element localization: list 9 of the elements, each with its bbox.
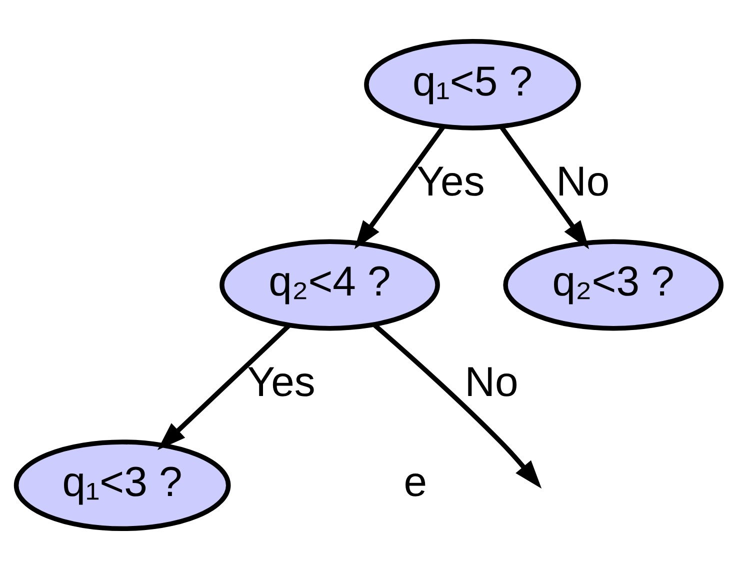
- label: e: [404, 457, 428, 504]
- edge-label: No: [556, 156, 610, 204]
- node-ellipse: q₂<4 ?: [220, 238, 440, 330]
- node-ellipse: q₂<3 ?: [503, 238, 724, 330]
- edge-label: No: [464, 357, 518, 404]
- node-ellipse: q₁<5 ?: [364, 38, 581, 130]
- edge-label: Yes: [247, 357, 316, 404]
- edge-label: Yes: [416, 156, 485, 204]
- node-ellipse: q₁<3 ?: [14, 439, 231, 531]
